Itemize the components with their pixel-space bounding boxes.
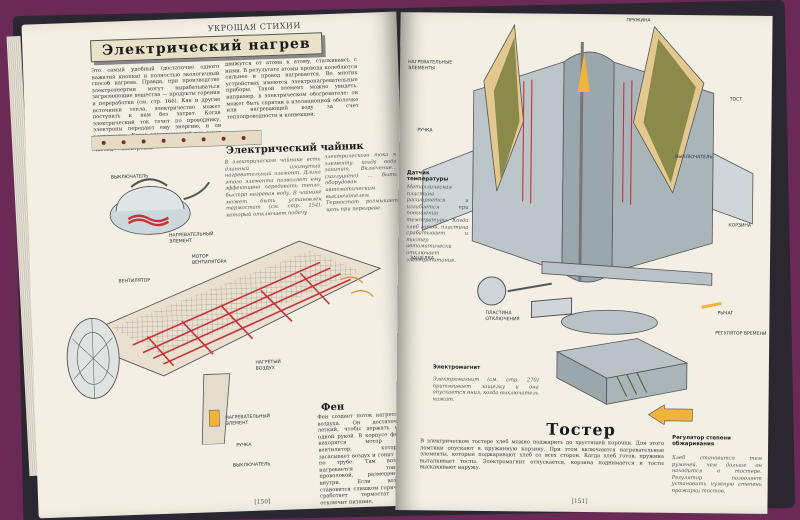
right-page: Пружина Нагревательные элементы Тост Руч… [395,12,773,514]
page-title: Электрический нагрев [101,35,311,59]
label-latch: Защелка [410,256,434,262]
title-box: Электрический нагрев [90,32,323,63]
left-page: УКРОЩАЯ СТИХИИ Электрический нагрев Это … [21,11,414,519]
label-hot-air: Нагретый воздух [255,359,281,372]
toaster-text: В электрическом тостере хлеб можно поджа… [419,438,665,491]
kettle-illustration [109,178,210,235]
label-plate: Пластина отключения [485,310,520,322]
fen-text: Фен создает поток нагретого воздуха. Он … [317,411,407,507]
label-browning-control: Регулятор времени [715,331,767,337]
fen-heading: Фен [320,401,345,414]
label-handle: Ручка [417,128,433,134]
magnet-text: Электромагнит (см. стр. 270) притягивает… [432,376,539,403]
label-switch-2: Выключатель [232,462,271,469]
label-heating-elements: Нагревательные элементы [408,60,453,72]
toaster-text-body: В электрическом тостере хлеб можно поджа… [419,438,665,472]
intro-column-2: движутся от атома к атому, сталкиваясь с… [225,57,359,132]
label-switch: Выключатель [675,154,713,161]
intro-column-1: Это самый удобный (достаточно одного наж… [91,64,222,154]
label-heating-element-2: Нагревательный элемент [225,414,271,427]
hair-dryer-illustration [66,240,382,446]
thermo-text: Металлическая пластина расширяется и изг… [405,184,469,264]
label-spring: Пружина [626,18,651,24]
page-number-left: [150] [254,498,271,506]
label-basket: Корзина [728,223,752,229]
label-lever: Рычаг [717,311,734,317]
arrow-icon [647,404,693,426]
toaster-heading: Тостер [546,419,616,440]
label-handle: Ручка [236,442,252,449]
intro-text-2: движутся от атома к атому, сталкиваясь с… [224,57,359,121]
label-toast: Тост [729,97,743,103]
thermo-heading: Датчик температуры [406,170,449,183]
electromagnet-illustration [555,338,689,405]
magnet-heading: Электромагнит [432,364,481,371]
page-number-right: [151] [571,497,588,506]
running-head: УКРОЩАЯ СТИХИИ [207,20,302,34]
decorative-strip [91,130,262,151]
browning-heading: Регулятор степени обжаривания [672,434,731,448]
browning-text: Хлеб становится тем румяней, чем дольше … [671,454,762,495]
toaster-illustration [421,23,754,335]
